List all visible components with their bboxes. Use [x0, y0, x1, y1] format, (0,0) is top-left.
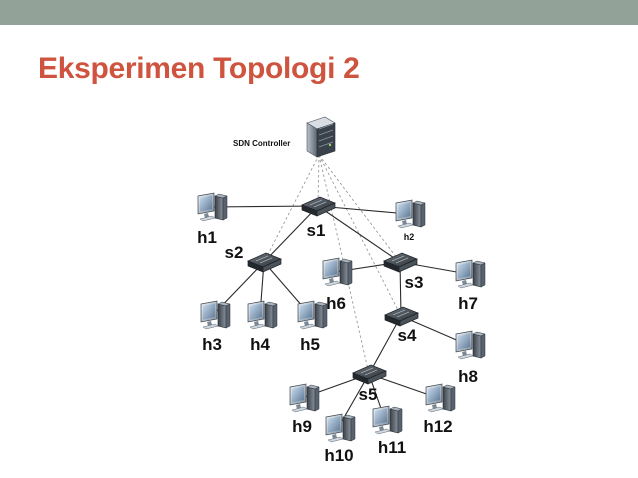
node-label-h4: h4 — [250, 335, 270, 354]
node-label-h7: h7 — [458, 294, 478, 313]
switch-icon-s1 — [301, 196, 336, 217]
node-label-h2: h2 — [404, 232, 415, 242]
link-s4-s5 — [368, 315, 402, 375]
host-computer-icon-h5 — [297, 300, 328, 330]
node-label-h6: h6 — [326, 294, 346, 313]
control-link-s4 — [318, 154, 402, 317]
link-s1-h1 — [209, 205, 319, 208]
node-label-h8: h8 — [458, 367, 478, 386]
host-computer-icon-h1 — [197, 192, 228, 222]
node-label-h10: h10 — [324, 446, 353, 465]
top-accent-bar — [0, 0, 638, 25]
node-label-h1: h1 — [197, 228, 217, 247]
control-link-s2 — [263, 154, 320, 263]
node-label-h12: h12 — [423, 417, 452, 436]
control-link-s3 — [318, 154, 401, 263]
node-label-h11: h11 — [378, 438, 406, 457]
host-computer-icon-h10 — [325, 413, 356, 443]
host-computer-icon-h7 — [455, 259, 486, 289]
host-computer-icon-h4 — [247, 300, 278, 330]
link-s1-s2 — [263, 205, 319, 263]
host-computer-icon-h8 — [455, 330, 486, 360]
controller-label: SDN Controller — [233, 139, 290, 148]
switch-icon-s3 — [383, 252, 418, 273]
nodes-layer — [197, 116, 486, 443]
node-label-s4: s4 — [398, 326, 417, 345]
host-computer-icon-h2 — [395, 199, 426, 229]
switch-icon-s4 — [384, 306, 419, 327]
host-computer-icon-h12 — [425, 383, 456, 413]
control-link-s1 — [317, 154, 320, 207]
node-label-s5: s5 — [359, 385, 378, 404]
link-s1-s3 — [317, 205, 401, 263]
node-label-h9: h9 — [292, 417, 312, 436]
node-label-h5: h5 — [300, 335, 320, 354]
host-computer-icon-h9 — [289, 383, 320, 413]
slide-title: Eksperimen Topologi 2 — [38, 52, 360, 85]
node-label-s3: s3 — [405, 273, 424, 292]
switch-icon-s2 — [247, 252, 282, 273]
server-icon — [306, 116, 336, 158]
host-computer-icon-h6 — [322, 257, 353, 287]
host-computer-icon-h11 — [372, 405, 403, 435]
labels-layer: SDN Controller s1 s2 s3 s4 s5 h1 h2 h3 h4 h5 h6 h7 h8… — [197, 139, 478, 465]
host-computer-icon-h3 — [200, 300, 231, 330]
node-label-h3: h3 — [202, 335, 222, 354]
node-label-s1: s1 — [307, 221, 326, 240]
switch-icon-s5 — [352, 364, 387, 385]
node-label-s2: s2 — [225, 243, 244, 262]
